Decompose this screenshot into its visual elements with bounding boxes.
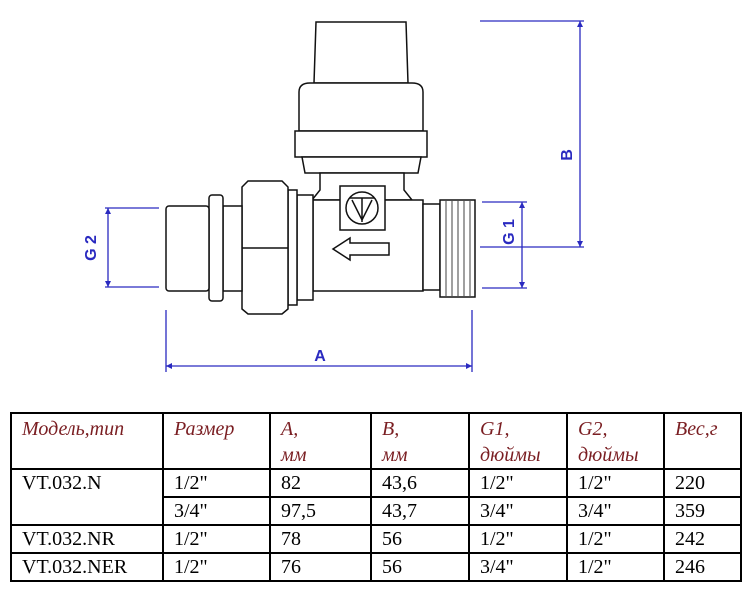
cell-weight: 220 [663, 468, 742, 498]
header-g2: G2, дюймы [566, 412, 665, 470]
cell-b: 43,7 [370, 496, 470, 526]
cell-g2: 1/2" [566, 524, 665, 554]
cell-size: 1/2" [162, 468, 271, 498]
g2-label: G 2 [83, 235, 100, 261]
a-label: A [314, 348, 326, 365]
header-size: Размер [162, 412, 271, 470]
g1-label: G 1 [501, 219, 518, 245]
cell-size: 1/2" [162, 524, 271, 554]
header-text: B, [382, 418, 400, 440]
cell-size: 3/4" [162, 496, 271, 526]
cell-b: 43,6 [370, 468, 470, 498]
table-row: 3/4" 97,5 43,7 3/4" 3/4" 359 [11, 496, 742, 526]
cell-weight: 359 [663, 496, 742, 526]
header-text: Вес,г [675, 418, 718, 440]
cell-a: 78 [269, 524, 372, 554]
cell-g1: 1/2" [468, 468, 568, 498]
cell-b: 56 [370, 552, 470, 582]
valve-body [165, 21, 476, 315]
cell-b: 56 [370, 524, 470, 554]
header-text: G2, [578, 418, 608, 440]
cell-a: 97,5 [269, 496, 372, 526]
table-row: VT.032.NER 1/2" 76 56 3/4" 1/2" 246 [10, 552, 742, 582]
header-unit: мм [382, 444, 408, 466]
table-header-row: Модель,тип Размер A, мм B, мм G1, дюймы G2,… [10, 412, 742, 470]
cell-g1: 3/4" [468, 552, 568, 582]
cell-g1: 3/4" [468, 496, 568, 526]
header-unit: дюймы [480, 444, 541, 466]
header-text: G1, [480, 418, 510, 440]
cell-a: 76 [269, 552, 372, 582]
specifications-table: Модель,тип Размер A, мм B, мм G1, дюймы G2,… [10, 412, 742, 582]
cell-g1: 1/2" [468, 524, 568, 554]
flow-arrow-icon [331, 236, 390, 262]
header-text: A, [281, 418, 299, 440]
cell-model: VT.032.NER [10, 552, 164, 582]
header-unit: дюймы [578, 444, 639, 466]
valve-technical-drawing: G 2 G 1 B A [83, 20, 584, 372]
b-label: B [559, 149, 576, 161]
header-g1: G1, дюймы [468, 412, 568, 470]
dimension-lines [105, 20, 584, 372]
cell-weight: 242 [663, 524, 742, 554]
table-row: VT.032.NR 1/2" 78 56 1/2" 1/2" 242 [10, 524, 742, 554]
header-weight: Вес,г [663, 412, 742, 470]
header-unit: мм [281, 444, 307, 466]
header-b: B, мм [370, 412, 470, 470]
cell-g2: 1/2" [566, 468, 665, 498]
cell-model: VT.032.NR [10, 524, 164, 554]
cell-model: VT.032.N [10, 468, 164, 526]
cell-size: 1/2" [162, 552, 271, 582]
cell-a: 82 [269, 468, 372, 498]
cell-g2: 1/2" [566, 552, 665, 582]
header-text: Модель,тип [22, 418, 125, 440]
header-text: Размер [174, 418, 235, 440]
cell-g2: 3/4" [566, 496, 665, 526]
cell-weight: 246 [663, 552, 742, 582]
table-row: VT.032.N 1/2" 82 43,6 1/2" 1/2" 220 [10, 468, 742, 526]
header-a: A, мм [269, 412, 372, 470]
header-model: Модель,тип [10, 412, 164, 470]
